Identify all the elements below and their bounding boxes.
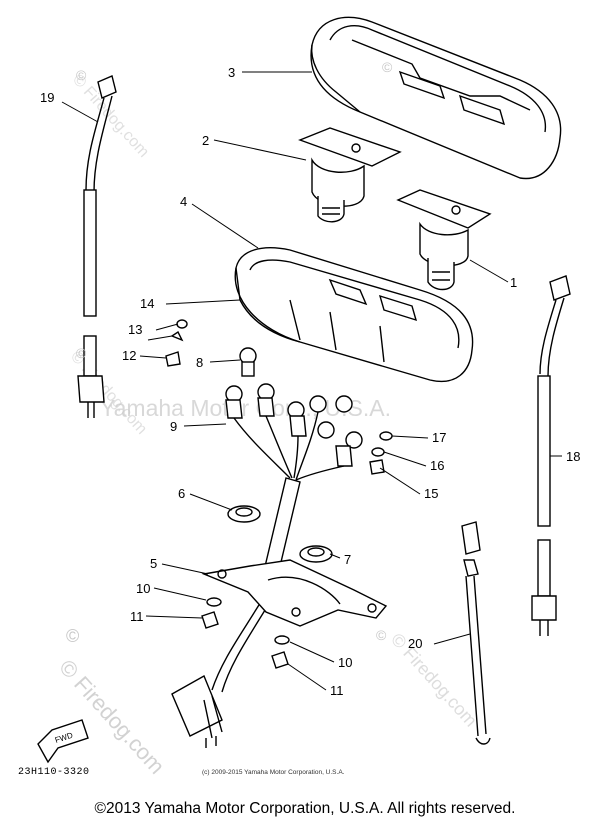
part-1-tachometer (396, 189, 492, 291)
label-20: 20 (408, 636, 422, 651)
copy-mark-top-left: © (76, 67, 87, 83)
part-15-nut (369, 459, 385, 475)
part-3-meter-cover (310, 16, 562, 180)
watermark-firedog-bottom-right: © Firedog.com (387, 629, 481, 730)
part-20-cable-band (461, 521, 491, 745)
diagram-code: 23H110-3320 (18, 767, 90, 778)
label-7: 7 (344, 552, 351, 567)
label-15: 15 (424, 486, 438, 501)
label-16: 16 (430, 458, 444, 473)
label-19: 19 (40, 90, 54, 105)
part-8-9-bulbs-and-harness (171, 347, 363, 748)
leader-lines (61, 71, 562, 691)
part-14-washer (176, 319, 188, 329)
part-5-bracket (201, 559, 388, 627)
label-11-left: 11 (130, 609, 144, 624)
copy-mark-top-right: © (382, 59, 393, 75)
label-2: 2 (202, 133, 209, 148)
label-18: 18 (566, 449, 580, 464)
part-16-washer (371, 447, 385, 457)
label-3: 3 (228, 65, 235, 80)
part-17-washer (379, 431, 393, 441)
part-13-clip (170, 330, 184, 342)
label-11-right: 11 (330, 683, 344, 698)
copy-mark-mid-left: © (76, 345, 87, 361)
copy-mark-bottom-left: © (66, 626, 79, 646)
callout-labels: 1 2 3 4 5 6 7 8 9 10 10 11 11 12 13 14 1… (40, 65, 580, 698)
label-5: 5 (150, 556, 157, 571)
part-10-washer-left (206, 597, 222, 607)
label-9: 9 (170, 419, 177, 434)
watermark-firedog-bottom-left: © Firedog.com (54, 655, 169, 779)
part-4-meter-case (234, 247, 474, 382)
part-18-tachometer-cable (531, 275, 571, 636)
part-2-speedometer (298, 127, 402, 223)
label-1: 1 (510, 275, 517, 290)
label-12: 12 (122, 348, 136, 363)
fwd-arrow: FWD (37, 719, 89, 764)
label-13: 13 (128, 322, 142, 337)
part-7-grommet (299, 545, 333, 563)
label-17: 17 (432, 430, 446, 445)
part-11-nut-right (271, 651, 289, 669)
part-19-speedometer-cable (77, 75, 117, 418)
footer-copyright: ©2013 Yamaha Motor Corporation, U.S.A. A… (94, 800, 516, 817)
part-11-nut-left (201, 611, 219, 629)
label-8: 8 (196, 355, 203, 370)
part-12-nut (165, 351, 181, 367)
label-4: 4 (180, 194, 187, 209)
label-6: 6 (178, 486, 185, 501)
label-14: 14 (140, 296, 154, 311)
small-copyright: (c) 2009-2015 Yamaha Motor Corporation, … (202, 769, 345, 776)
label-10-right: 10 (338, 655, 352, 670)
label-10-left: 10 (136, 581, 150, 596)
exploded-view-drawing: Yamaha Motor Corp., U.S.A. © Firedog.com… (37, 16, 580, 779)
part-6-grommet (227, 505, 261, 523)
part-10-washer-right (274, 635, 290, 645)
copy-mark-bottom-right: © (376, 627, 387, 643)
